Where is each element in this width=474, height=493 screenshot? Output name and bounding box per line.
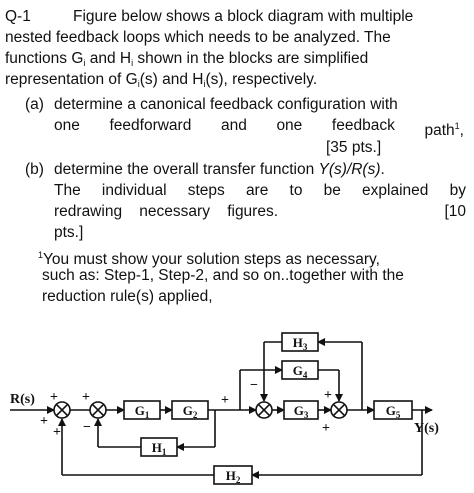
- part-b-word: are: [245, 182, 269, 199]
- block-h3: [281, 332, 319, 352]
- block-g2: [171, 400, 209, 420]
- intro-line-4: representation of Gi(s) and Hi(s), respe…: [5, 71, 317, 93]
- footnote-ref: 1: [454, 121, 460, 131]
- part-b-points-start: [10: [444, 203, 466, 220]
- part-a-word: feedforward: [109, 117, 192, 134]
- intro-line-3-c: shown in the blocks are simplified: [133, 50, 369, 67]
- footnote-marker: 1: [38, 250, 44, 260]
- part-b-line-1-a: determine the overall transfer function: [54, 161, 319, 178]
- part-a-label: (a): [25, 96, 44, 113]
- part-b-word: necessary: [139, 203, 210, 220]
- output-label: Y(s): [414, 421, 439, 436]
- intro-line-2: nested feedback loops which needs to be …: [5, 29, 391, 46]
- summing-junction-3: [255, 401, 273, 419]
- part-a-points: [35 pts.]: [326, 139, 382, 156]
- part-b-word: steps: [187, 182, 225, 199]
- sign-s2-bottom: −: [83, 420, 91, 435]
- part-a-path-word: path1,: [424, 117, 464, 140]
- intro-line-4-c: (s), respectively.: [205, 71, 318, 88]
- part-b-line-3: redrawing necessary figures. [10: [54, 203, 466, 221]
- intro-line-4-sub2: i: [203, 79, 206, 89]
- part-a-word: and: [220, 117, 247, 134]
- block-h2-label: H2: [226, 468, 241, 485]
- sign-s1-top: +: [50, 390, 58, 405]
- block-h2: [213, 465, 253, 485]
- block-g3-label: G3: [294, 403, 309, 420]
- part-b-word: figures.: [227, 203, 279, 220]
- footnote-line-3: reduction rule(s) applied,: [42, 288, 213, 305]
- block-g1: [123, 400, 161, 420]
- sign-s1-left: +: [40, 414, 48, 429]
- part-b-word: by: [449, 182, 466, 199]
- part-b-word: individual: [101, 182, 167, 199]
- part-b-word: redrawing: [54, 203, 123, 220]
- sign-s4-bottom: +: [322, 421, 330, 436]
- block-g5: [373, 400, 413, 420]
- sign-s3-top: −: [250, 378, 258, 393]
- intro-line-4-b: (s) and H: [139, 71, 204, 88]
- block-g5-label: G5: [386, 403, 401, 420]
- intro-line-3-sub2: i: [131, 58, 134, 68]
- part-b-word: explained: [362, 182, 429, 199]
- part-a-word: one: [54, 117, 80, 134]
- intro-line-1: Figure below shows a block diagram with …: [73, 8, 414, 25]
- summing-junction-2: [89, 401, 107, 419]
- block-h3-label: H3: [293, 335, 308, 352]
- part-b-line-4: pts.]: [54, 224, 84, 241]
- part-a-comma: ,: [459, 122, 464, 139]
- block-g1-label: G1: [135, 403, 150, 420]
- intro-line-3-sub1: i: [83, 58, 86, 68]
- part-b-line-1-b: .: [380, 161, 385, 178]
- sign-s1-bottom: +: [53, 425, 61, 440]
- part-b-word: The: [54, 182, 81, 199]
- part-b-line-2: The individual steps are to be explained…: [54, 182, 466, 200]
- part-a-word: feedback: [331, 117, 395, 134]
- footnote-line-2: such as: Step-1, Step-2, and so on..toge…: [42, 267, 404, 284]
- part-b-word: to: [289, 182, 303, 199]
- footnote-line-1: 1You must show your solution steps as ne…: [38, 246, 380, 269]
- block-g4: [281, 360, 319, 380]
- block-h1: [140, 437, 178, 457]
- summing-junction-1: [53, 401, 71, 419]
- sign-s2-left: +: [82, 390, 90, 405]
- part-a-line-1: determine a canonical feedback configura…: [54, 96, 398, 113]
- block-g4-label: G4: [293, 363, 308, 380]
- intro-line-3-b: and H: [85, 50, 132, 67]
- part-a-word: path: [424, 122, 455, 139]
- block-g3: [283, 400, 319, 420]
- part-a-word: one: [276, 117, 303, 134]
- part-a-line-2: one feedforward and one feedback path1,: [54, 117, 464, 140]
- part-b-line-1: determine the overall transfer function …: [54, 161, 385, 179]
- intro-line-3-a: functions G: [5, 50, 84, 67]
- intro-line-4-sub1: i: [137, 79, 140, 89]
- input-label: R(s): [10, 392, 35, 407]
- sign-s3-left: +: [221, 393, 229, 408]
- summing-junction-4: [330, 401, 348, 419]
- block-h1-label: H1: [152, 440, 167, 457]
- intro-line-3: functions Gi and Hi shown in the blocks …: [5, 50, 368, 72]
- intro-line-4-a: representation of G: [5, 71, 138, 88]
- sign-s4-top: +: [324, 388, 332, 403]
- block-g2-label: G2: [183, 403, 198, 420]
- transfer-function: Y(s)/R(s): [318, 161, 381, 178]
- part-b-word: be: [323, 182, 341, 199]
- question-number: Q-1: [5, 8, 31, 25]
- footnote-text-1: You must show your solution steps as nec…: [43, 251, 380, 268]
- part-b-label: (b): [25, 161, 44, 178]
